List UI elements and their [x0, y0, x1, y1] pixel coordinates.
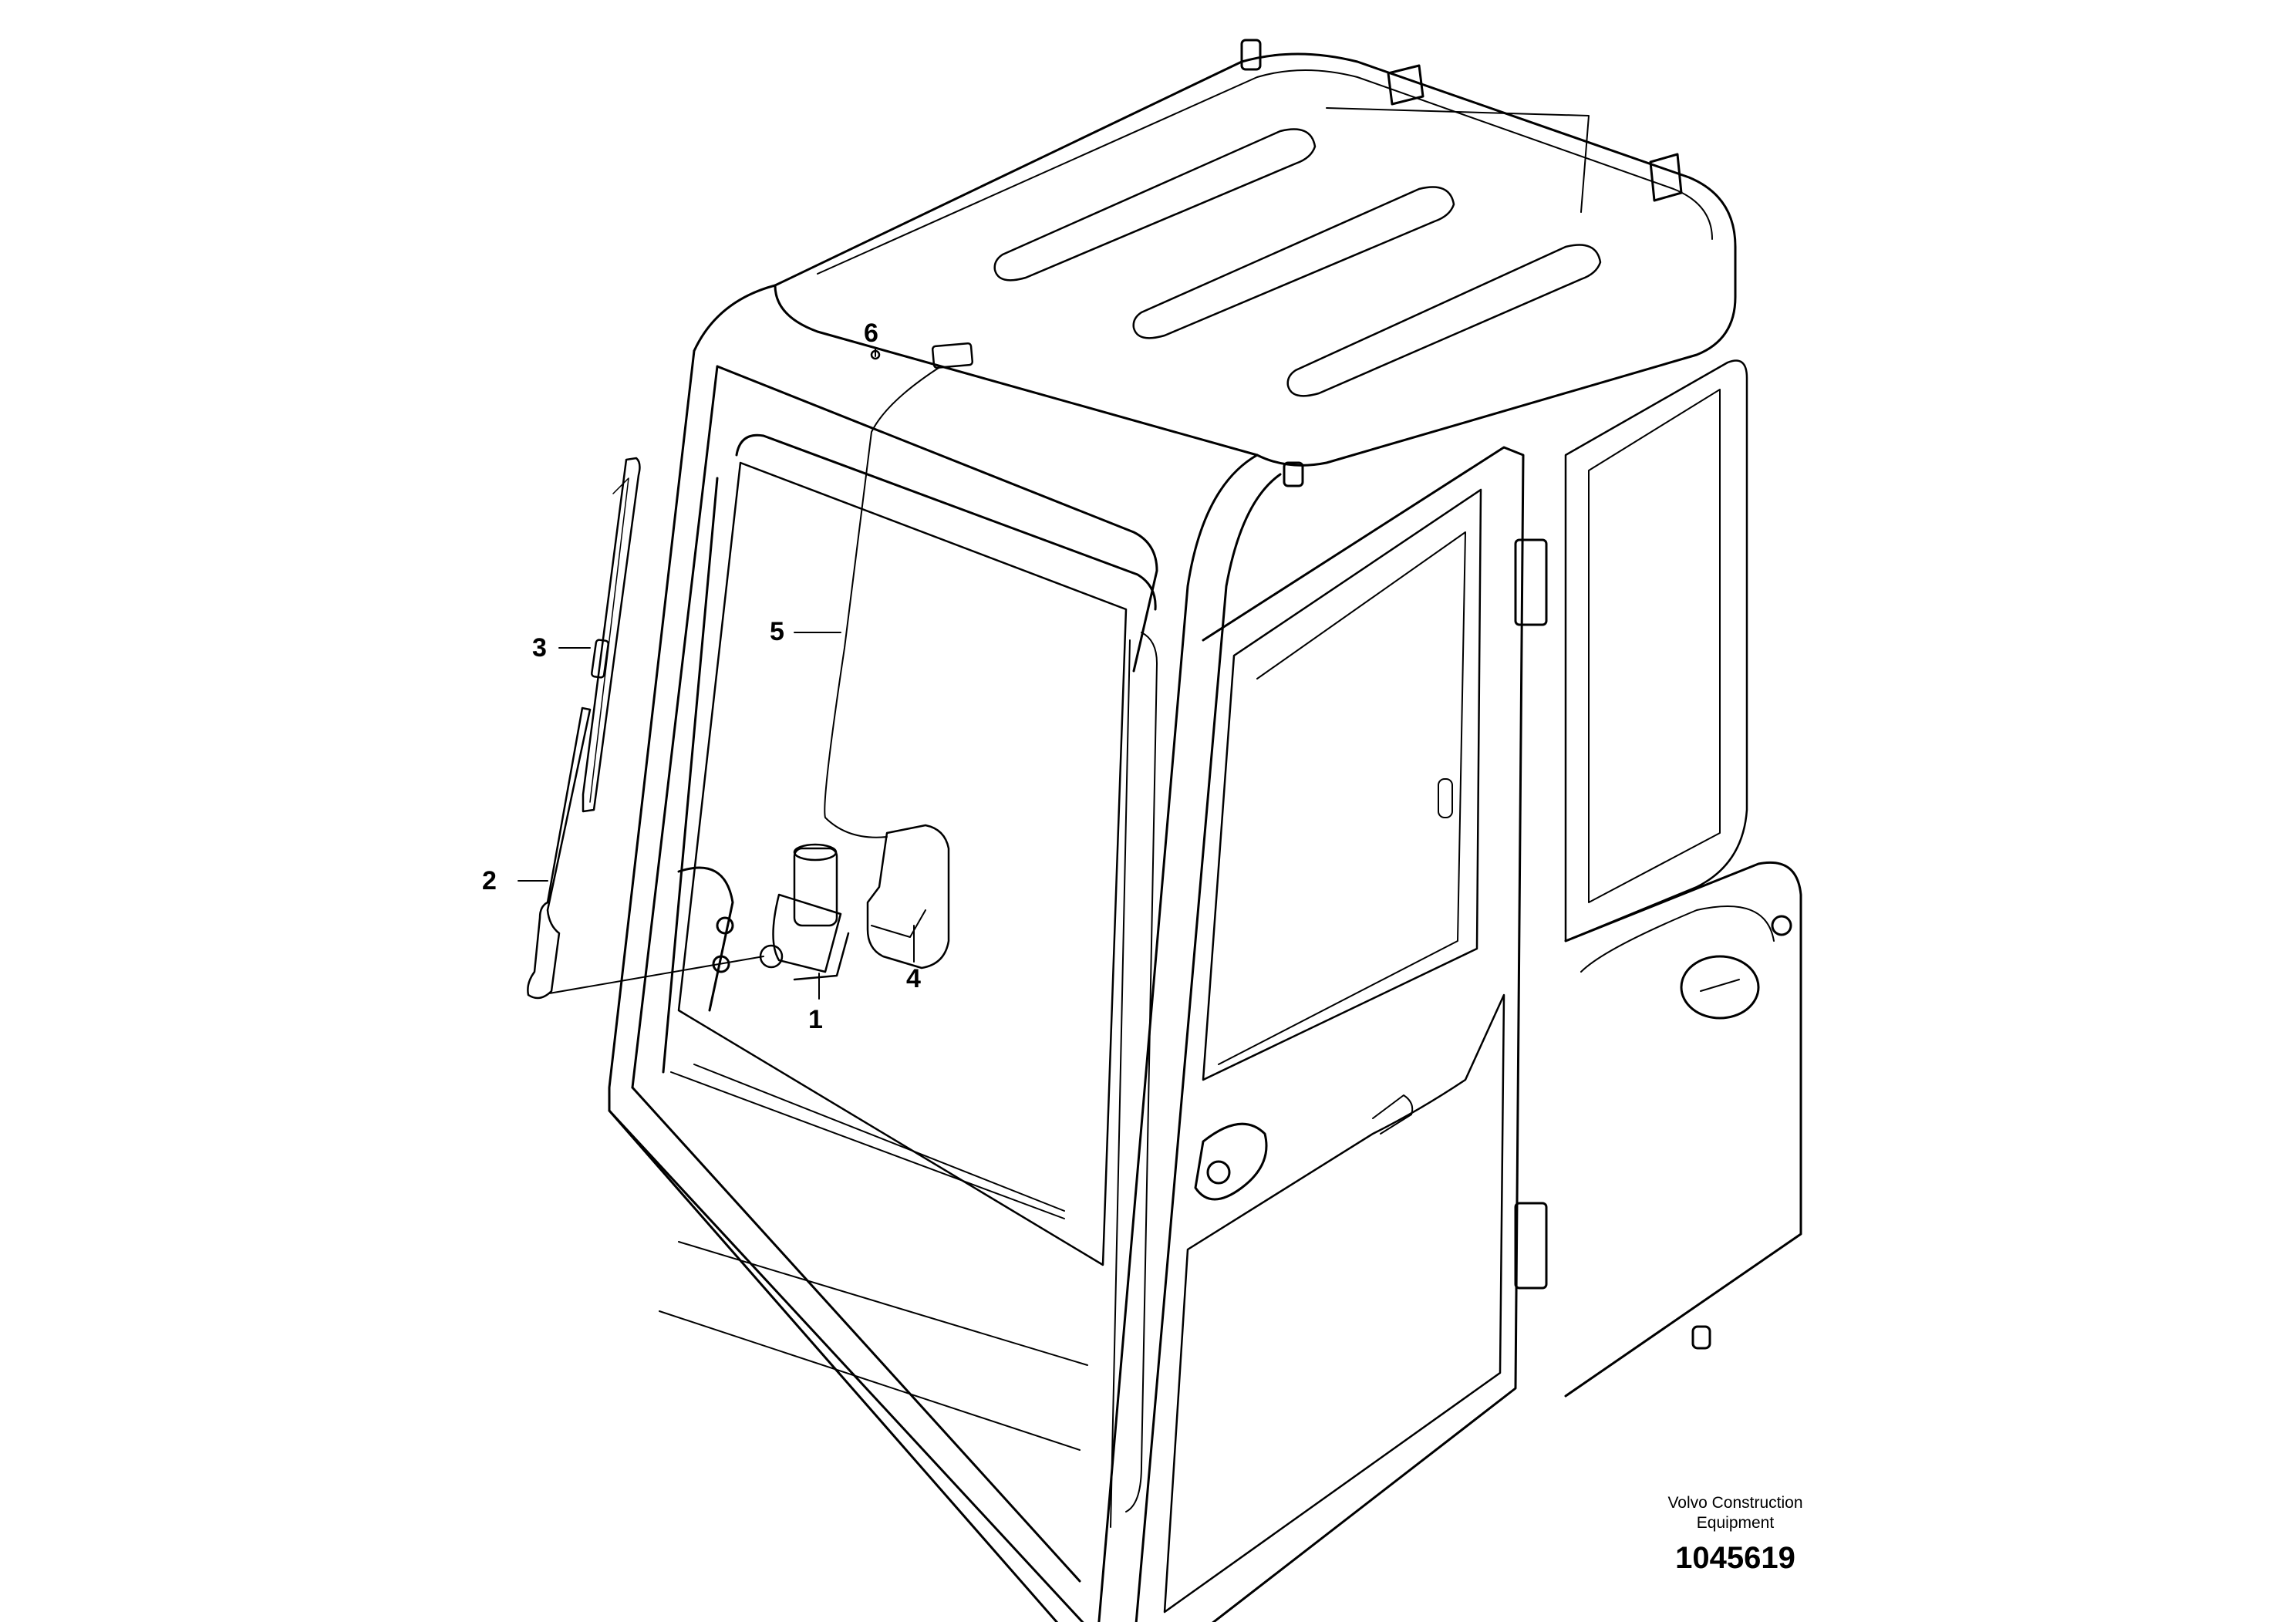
- company-name-line2: Equipment: [1696, 1514, 1775, 1532]
- wiper-arm-icon: [527, 706, 592, 1000]
- callout-2: 2: [482, 866, 497, 895]
- company-name-line1: Volvo Construction: [1667, 1494, 1803, 1512]
- wire-harness-icon: [824, 366, 942, 838]
- fuel-cap-icon: [1680, 955, 1760, 1020]
- cab-rear-side: [1564, 359, 1802, 1398]
- callout-3: 3: [532, 633, 547, 663]
- door-handle: [1194, 1094, 1414, 1201]
- front-window: [677, 461, 1128, 1266]
- cab-front-frame: [608, 284, 1158, 1622]
- connector-icon: [870, 342, 974, 369]
- wiper-motor-icon: [759, 843, 850, 981]
- drawing-caption: Volvo Construction Equipment 1045619: [1589, 1493, 1882, 1576]
- motor-cover-icon: [866, 824, 950, 969]
- roof-recess: [993, 128, 1602, 397]
- callout-5: 5: [770, 617, 784, 646]
- roof-bracket: [1240, 39, 1683, 487]
- callout-1: 1: [808, 1005, 823, 1034]
- cab-roof: [774, 39, 1737, 487]
- leader-lines: [518, 348, 915, 1000]
- cab-side-door: [1163, 446, 1548, 1622]
- callout-6: 6: [864, 319, 878, 348]
- cab-corner-pillar: [1097, 454, 1282, 1622]
- callout-4: 4: [906, 964, 921, 993]
- wiper-blade-icon: [582, 457, 641, 813]
- door-hinge: [1514, 538, 1548, 1290]
- drawing-number: 1045619: [1675, 1541, 1795, 1575]
